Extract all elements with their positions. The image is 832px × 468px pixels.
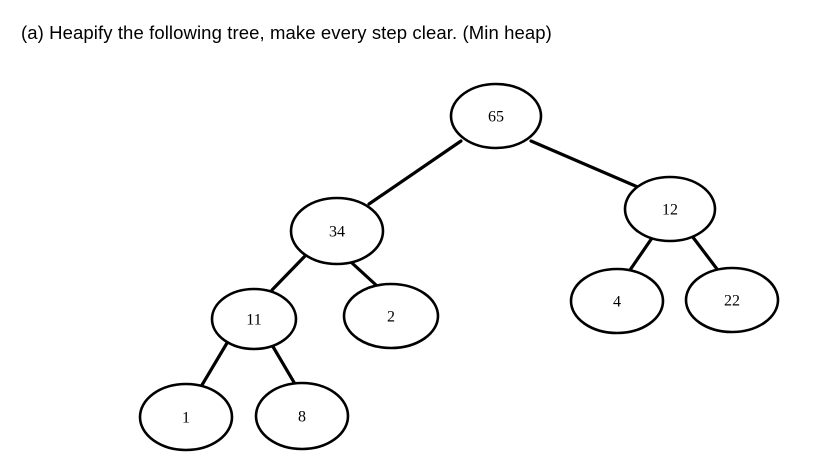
tree-node-label-8: 8 [298, 409, 306, 426]
tree-node-circle-34 [289, 196, 385, 266]
tree-node-circle-1 [138, 382, 234, 452]
tree-node-label-12: 12 [662, 202, 678, 219]
tree-node-circle-8 [254, 381, 350, 451]
tree-edge-n3-n7 [200, 341, 229, 387]
tree-node-1[interactable]: 1 [138, 382, 234, 452]
tree-node-circle-12 [623, 175, 717, 243]
tree-edge-n2-n5 [628, 236, 654, 272]
tree-node-label-4: 4 [613, 294, 621, 311]
tree-edge-n1-n4 [350, 261, 378, 287]
tree-node-label-65: 65 [488, 109, 504, 126]
tree-node-4[interactable]: 4 [569, 267, 665, 335]
tree-node-12[interactable]: 12 [623, 175, 717, 243]
tree-node-label-11: 11 [246, 312, 261, 329]
page-title: (a) Heapify the following tree, make eve… [21, 22, 552, 43]
tree-edge-n1-n3 [270, 254, 307, 292]
tree-node-circle-65 [449, 82, 543, 150]
tree-node-label-1: 1 [182, 410, 190, 427]
tree-node-11[interactable]: 11 [210, 287, 298, 351]
tree-node-34[interactable]: 34 [289, 196, 385, 266]
tree-edge-n0-n1 [367, 139, 463, 206]
tree-node-22[interactable]: 22 [684, 266, 780, 334]
tree-node-circle-11 [210, 287, 298, 351]
tree-node-label-34: 34 [329, 224, 345, 241]
tree-node-65[interactable]: 65 [449, 82, 543, 150]
tree-edge-n0-n2 [529, 139, 642, 190]
tree-node-circle-2 [342, 282, 440, 350]
tree-node-2[interactable]: 2 [342, 282, 440, 350]
tree-node-label-2: 2 [387, 309, 395, 326]
tree-edge-layer [200, 139, 719, 387]
tree-edge-n2-n6 [690, 234, 719, 271]
tree-node-circle-4 [569, 267, 665, 335]
tree-node-circle-22 [684, 266, 780, 334]
tree-node-layer: 65 34 12 11 2 4 22 1 8 [138, 82, 780, 452]
tree-node-8[interactable]: 8 [254, 381, 350, 451]
tree-edge-n3-n8 [270, 343, 297, 386]
tree-node-label-22: 22 [724, 293, 740, 310]
